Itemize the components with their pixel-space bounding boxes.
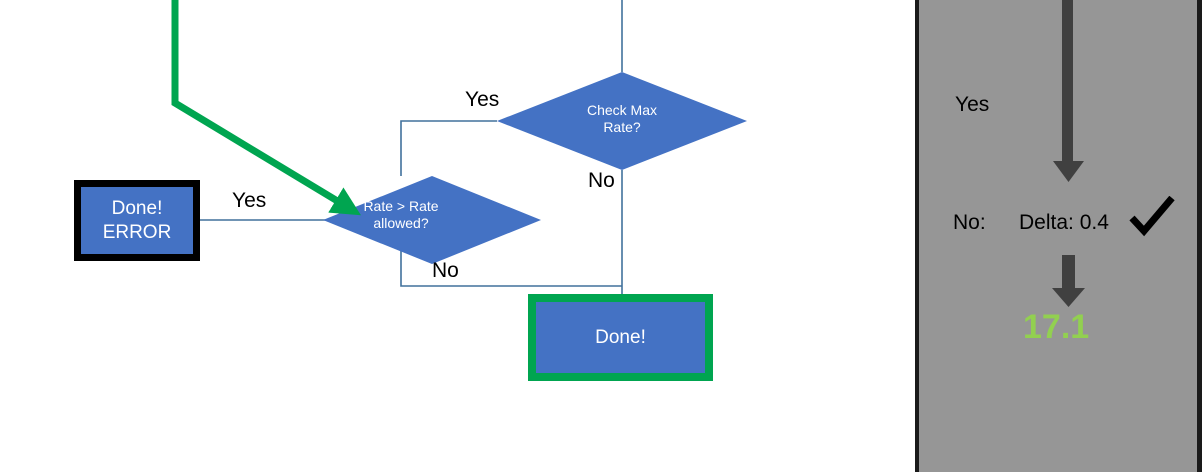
panel-result-value: 17.1 [1023, 308, 1090, 346]
connector-check-max-yes [400, 120, 497, 176]
node-done[interactable]: Done! [528, 294, 713, 381]
result-panel: Yes No: Delta: 0.4 17.1 [915, 0, 1202, 472]
flowchart-diagram: Rate > Rate allowed? Check Max Rate? Don… [74, 0, 747, 381]
decision-rate-gt-allowed[interactable] [323, 176, 541, 264]
edge-label-no-from-check-max: No [588, 169, 615, 192]
flowchart-connectors [171, 0, 747, 294]
edge-label-yes-to-done-error: Yes [232, 189, 267, 212]
highlighted-path-arrow [171, 0, 361, 216]
edge-label-yes-from-check-max: Yes [465, 88, 500, 111]
down-arrow-lower [1052, 255, 1085, 307]
panel-no-label: No: [953, 211, 986, 234]
panel-yes-label: Yes [955, 93, 990, 116]
down-arrow-upper [1053, 0, 1084, 182]
panel-delta-label: Delta: 0.4 [1019, 211, 1109, 234]
node-done-label: Done! [595, 326, 646, 348]
decision-check-max-rate[interactable] [497, 72, 747, 170]
node-done-error-label: Done! ERROR [102, 197, 172, 243]
node-done-error[interactable]: Done! ERROR [74, 180, 200, 261]
checkmark-icon [1129, 196, 1175, 237]
panel-arrows [1052, 0, 1085, 307]
edge-label-no-from-rate-gt: No [432, 259, 459, 282]
